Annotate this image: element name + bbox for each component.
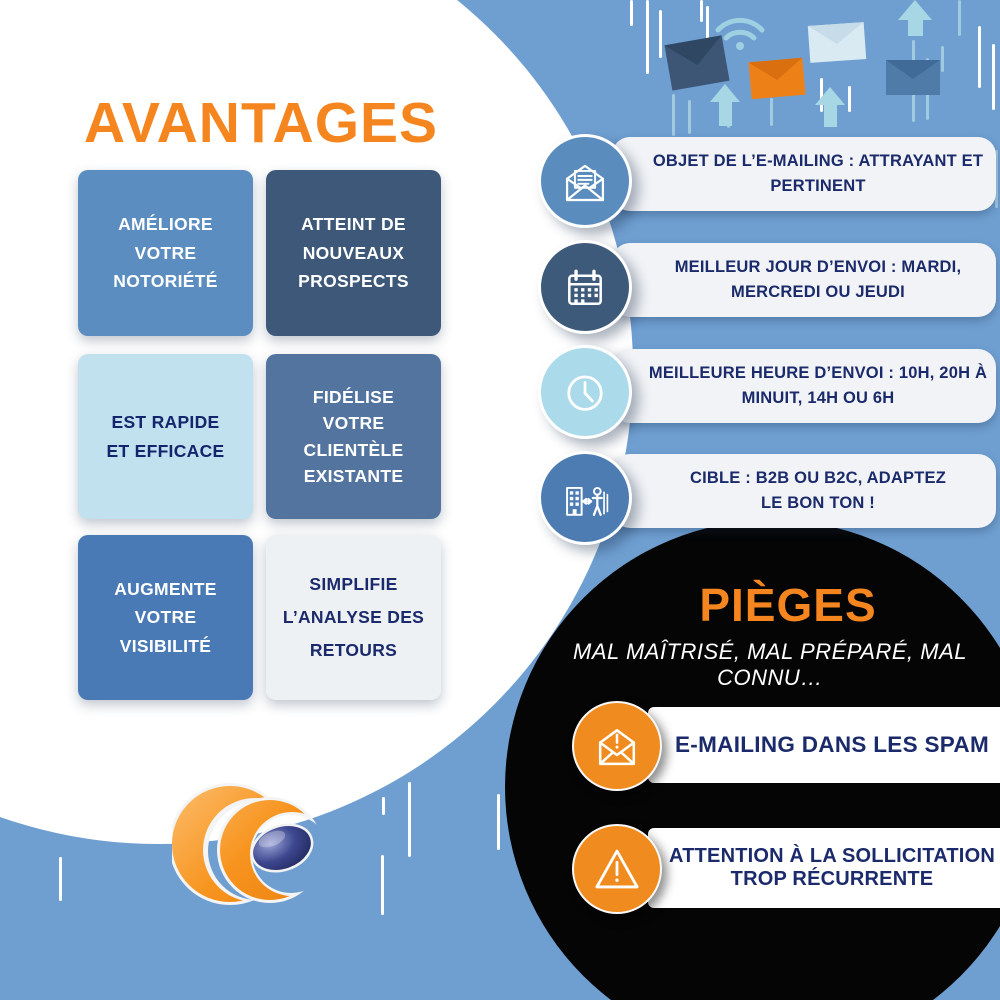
tip-icon-circle (538, 451, 632, 545)
tip-text: OBJET DE L’E-MAILING : ATTRAYANT ET PERT… (652, 152, 984, 195)
decor-line (408, 782, 411, 857)
decor-line (382, 797, 385, 815)
advantage-card: SIMPLIFIE L’ANALYSE DES RETOURS (266, 535, 441, 700)
pitfall-icon-circle (572, 701, 662, 791)
company-logo (172, 766, 332, 926)
envelope-icon (886, 60, 940, 95)
up-arrow-icon (710, 84, 740, 126)
calendar-icon (568, 269, 602, 306)
advantage-card: EST RAPIDE ET EFFICACE (78, 354, 253, 519)
tip-banner: MEILLEUR JOUR D’ENVOI : MARDI, MERCREDI … (612, 243, 996, 317)
wifi-icon (715, 17, 765, 50)
decor-line (646, 0, 649, 74)
envelope-icon (748, 57, 806, 100)
decor-line (978, 26, 981, 88)
decor-line (941, 46, 944, 72)
pitfall-banner: E-MAILING DANS LES SPAM (648, 707, 1000, 783)
clock-icon (567, 375, 603, 411)
pitfall-banner: ATTENTION À LA SOLLICITATION TROP RÉCURR… (648, 828, 1000, 908)
envelope-icon (664, 35, 730, 91)
open-envelope-icon (565, 164, 605, 202)
tip-icon-circle (538, 134, 632, 228)
advantages-title: AVANTAGES (83, 91, 439, 155)
decor-line (958, 0, 961, 36)
up-arrow-icon (898, 0, 932, 36)
tip-banner: CIBLE : B2B OU B2C, ADAPTEZ LE BON TON ! (612, 454, 996, 528)
pitfalls-title: PIÈGES (699, 579, 877, 631)
decor-line (59, 857, 62, 901)
tip-text: CIBLE : B2B OU B2C, ADAPTEZ LE BON TON ! (690, 469, 946, 512)
tip-banner: OBJET DE L’E-MAILING : ATTRAYANT ET PERT… (612, 137, 996, 211)
advantage-card: FIDÉLISE VOTRE CLIENTÈLE EXISTANTE (266, 354, 441, 519)
decor-line (497, 794, 500, 850)
b2b-target-icon (566, 486, 609, 516)
warning-triangle-icon (595, 849, 639, 889)
decor-line (706, 6, 709, 50)
spam-envelope-icon (598, 729, 636, 766)
decor-line (659, 10, 662, 58)
decor-line (672, 94, 675, 136)
decor-line (381, 855, 384, 915)
decor-line (848, 86, 851, 112)
tip-text: MEILLEUR JOUR D’ENVOI : MARDI, MERCREDI … (674, 258, 962, 301)
decor-line (700, 0, 703, 22)
decor-line (992, 44, 995, 110)
tip-banner: MEILLEURE HEURE D’ENVOI : 10H, 20H À MIN… (612, 349, 996, 423)
tip-icon-circle (538, 240, 632, 334)
pitfall-icon-circle (572, 824, 662, 914)
tip-text: MEILLEURE HEURE D’ENVOI : 10H, 20H À MIN… (648, 364, 988, 407)
up-arrow-icon (815, 87, 845, 127)
pitfalls-subtitle: MAL MAÎTRISÉ, MAL PRÉPARÉ, MAL CONNU… (573, 639, 967, 690)
advantage-card: AMÉLIORE VOTRE NOTORIÉTÉ (78, 170, 253, 336)
envelope-icon (807, 22, 867, 63)
pitfall-text: ATTENTION À LA SOLLICITATION TROP RÉCURR… (669, 845, 995, 890)
advantage-card: ATTEINT DE NOUVEAUX PROSPECTS (266, 170, 441, 336)
advantage-card: AUGMENTE VOTRE VISIBILITÉ (78, 535, 253, 700)
tip-icon-circle (538, 345, 632, 439)
decor-line (688, 100, 691, 134)
decor-line (630, 0, 633, 26)
decor-line (995, 150, 998, 208)
decor-line (770, 98, 773, 126)
pitfall-text: E-MAILING DANS LES SPAM (675, 732, 989, 757)
